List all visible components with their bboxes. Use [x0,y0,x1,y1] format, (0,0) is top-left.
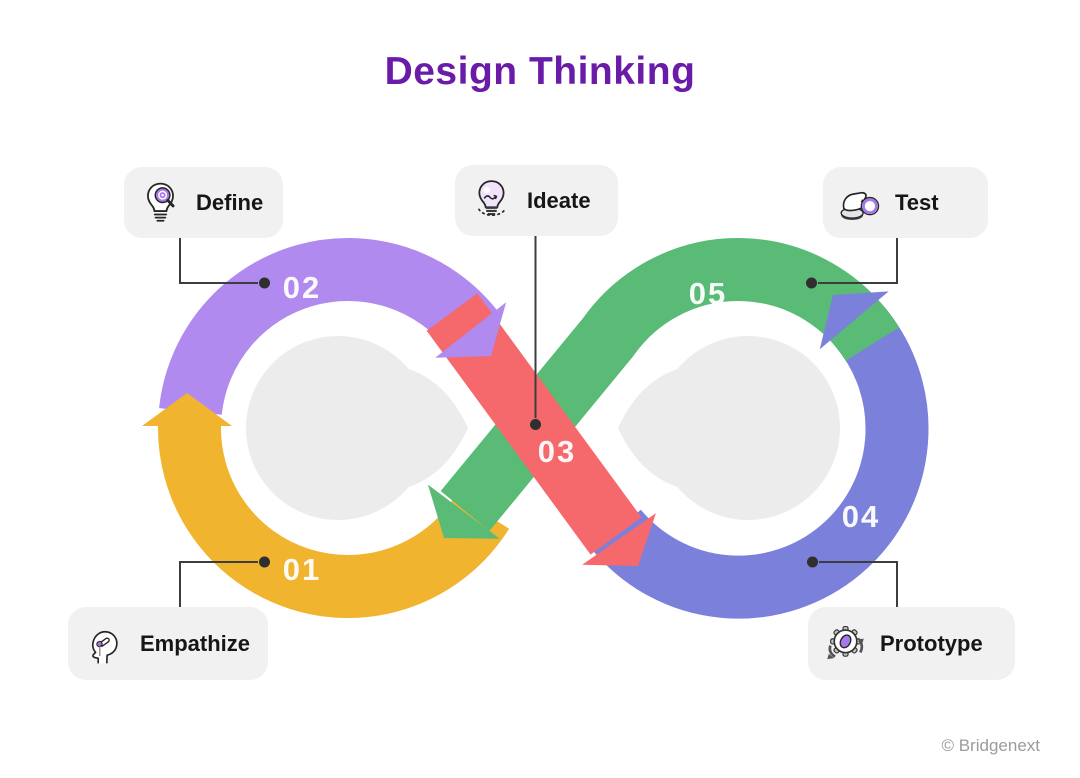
stage-04-band [592,305,929,619]
test-label-card: Test [823,167,988,238]
empathize-label-card: Empathize [68,607,268,680]
stage-02-number: 02 [282,270,322,305]
empathize-label: Empathize [140,630,251,656]
right-loop-inner-teardrop [618,336,841,521]
gear-iteration-arrows-icon [827,625,864,659]
test-connector-dot [806,277,817,289]
prototype-label: Prototype [880,630,983,656]
stage-01-band [158,418,510,618]
stage-05-number: 05 [688,276,728,311]
define-label: Define [196,189,264,215]
empathize-connector-dot [259,556,270,568]
prototype-label-card: Prototype [808,607,1015,680]
stage-01-arrowhead [142,393,232,426]
test-connector-line [818,238,898,284]
left-loop-inner-teardrop [245,336,468,521]
stage-03-arrowhead [582,513,656,566]
ideate-label: Ideate [527,187,591,213]
hand-magnifier-icon [840,191,880,220]
stage-04-number: 04 [841,499,881,534]
head-profile-hand-icon [91,630,118,663]
lightbulb-idea-icon [478,179,506,216]
ideate-label-card: Ideate [455,165,618,236]
test-label: Test [895,189,939,215]
ideate-connector-dot [530,419,541,430]
lightbulb-target-magnifier-icon [147,182,175,222]
stage-02-band [159,238,498,416]
define-connector-line [179,236,258,284]
empathize-connector-line [179,561,258,607]
prototype-connector-dot [807,556,818,568]
copyright-text: © Bridgenext [941,736,1040,755]
define-label-card: Define [124,167,283,238]
define-connector-dot [259,277,270,289]
stage-03-number: 03 [537,434,577,469]
prototype-connector-line [819,561,898,607]
page-title: Design Thinking [384,50,696,93]
stage-01-number: 01 [282,552,322,587]
